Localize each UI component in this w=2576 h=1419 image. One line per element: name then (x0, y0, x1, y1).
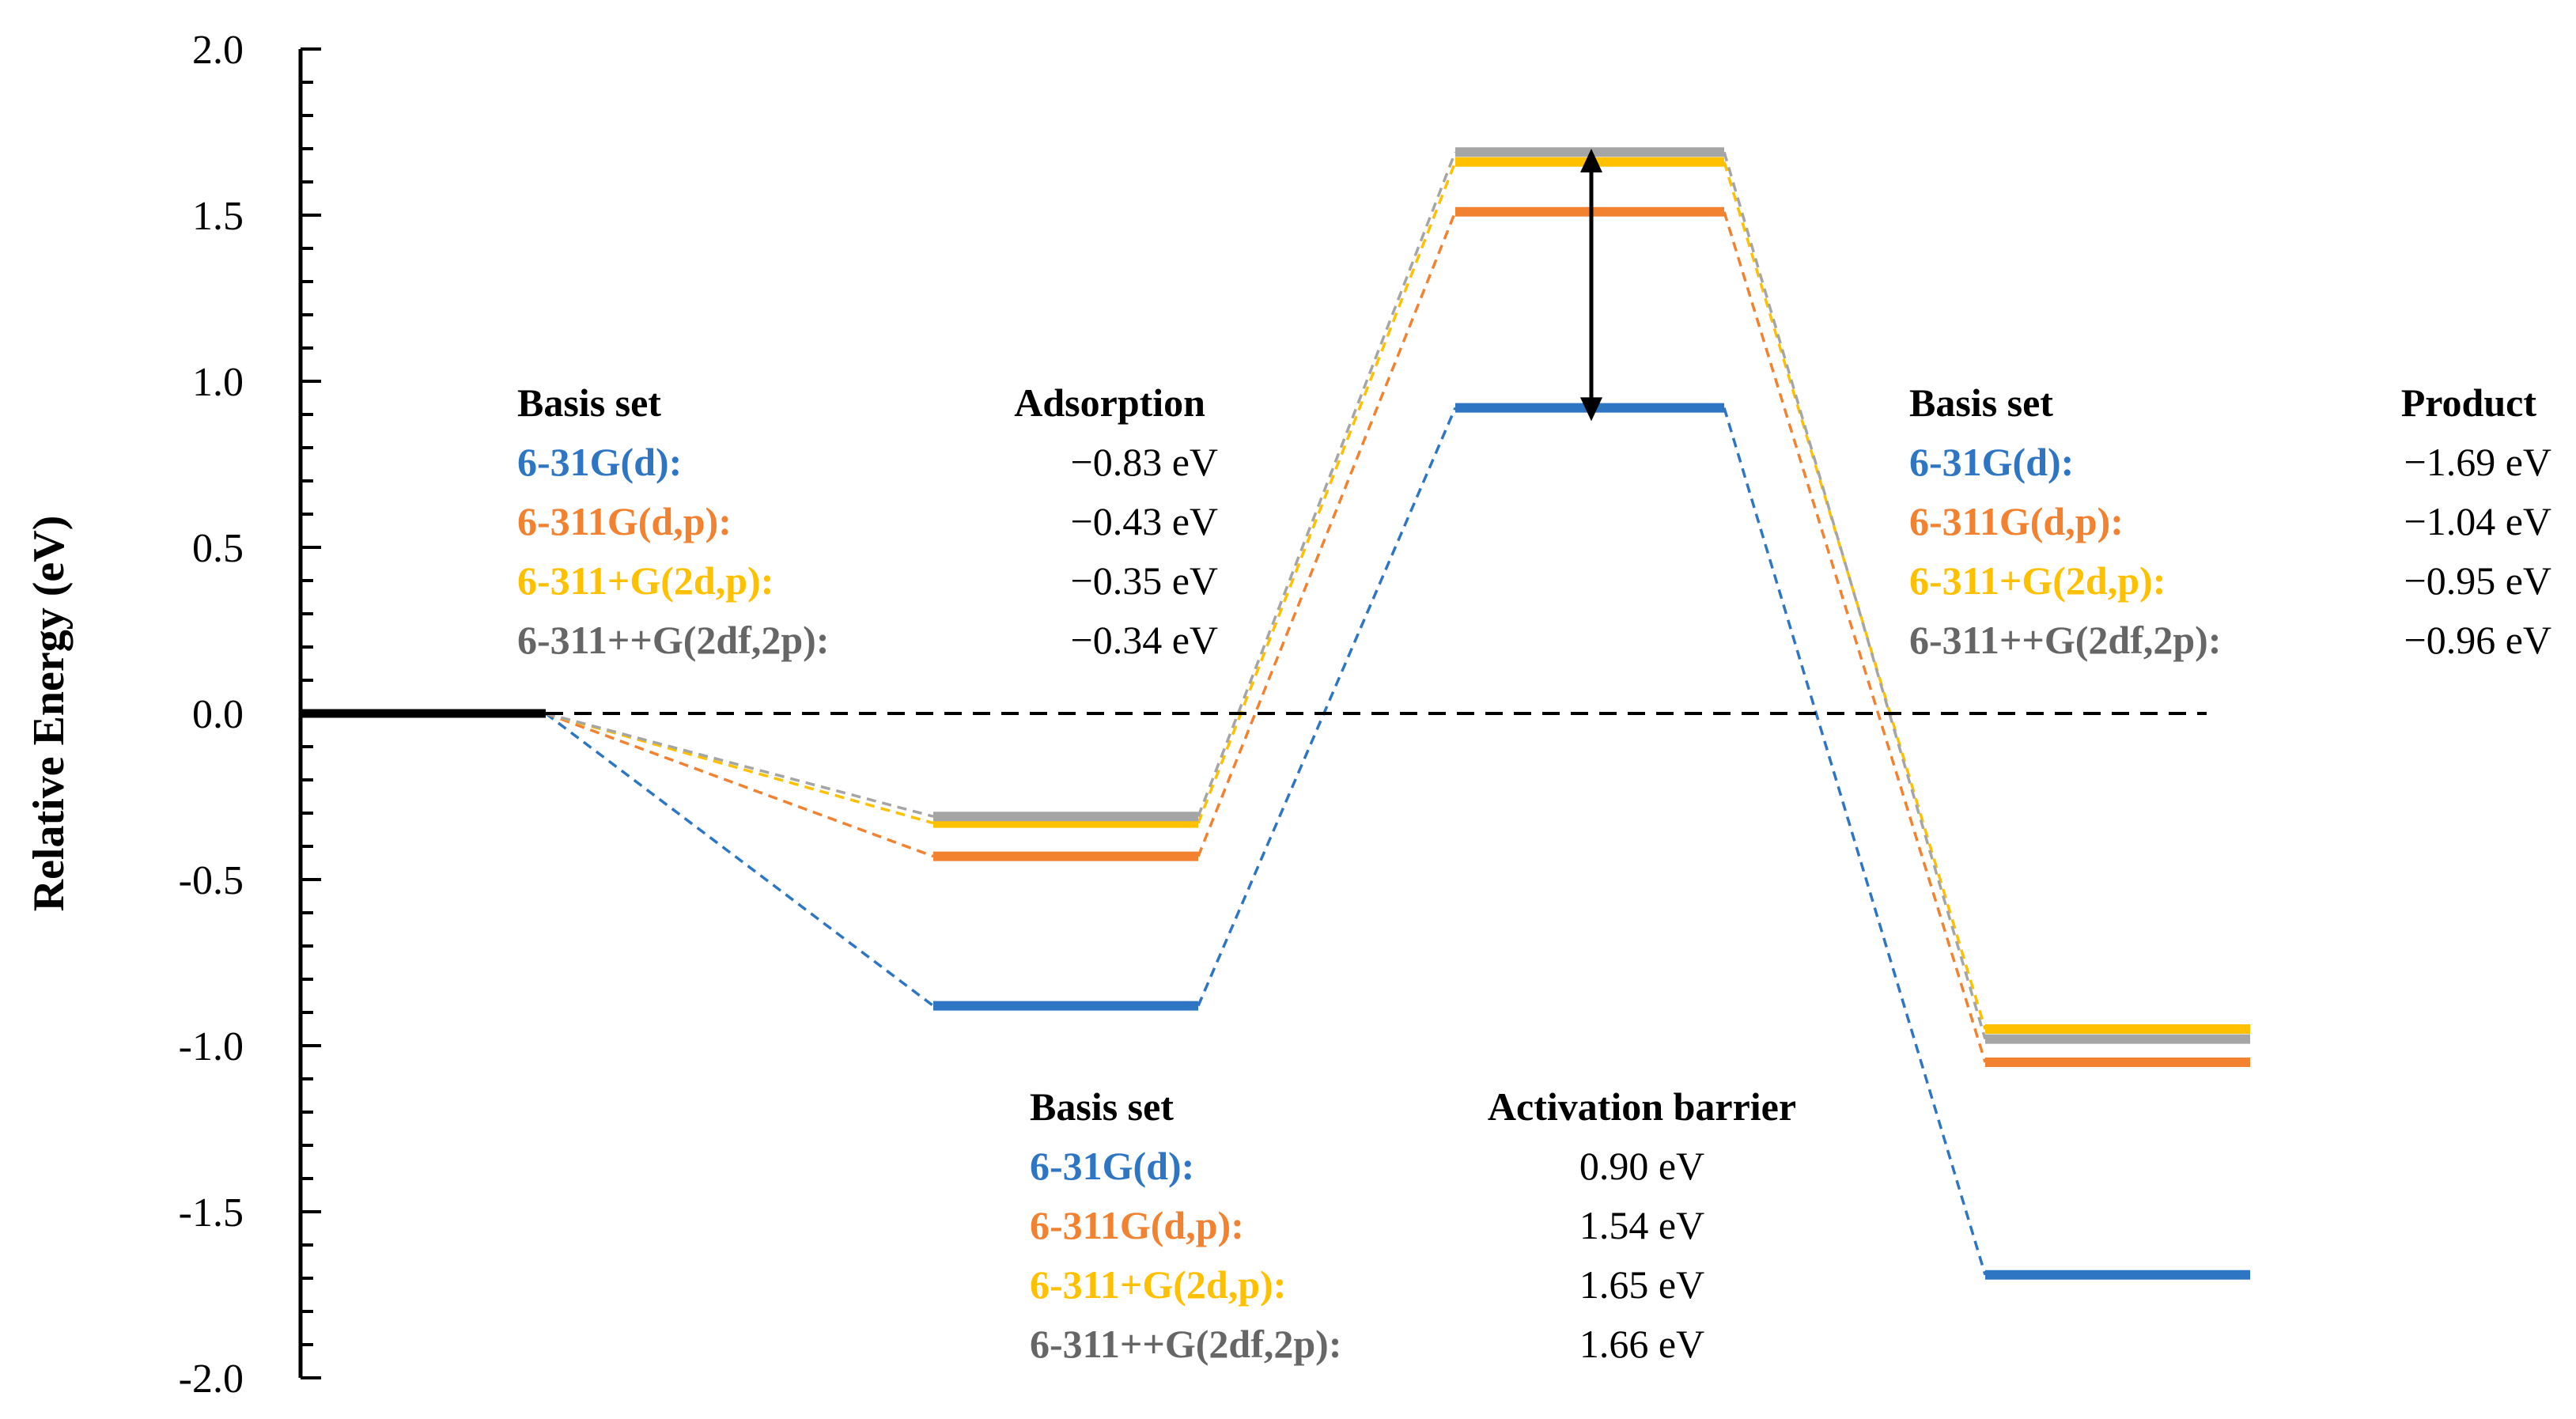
table-row-name: 6-311+G(2d,p): (1030, 1262, 1286, 1307)
connector-series-1 (1723, 211, 1987, 1063)
table-row-value: 1.65 eV (1579, 1262, 1704, 1307)
barrier-arrow-head-up (1580, 149, 1602, 172)
table-row-name: 6-311++G(2df,2p): (1909, 618, 2221, 662)
energy-levels (302, 147, 2250, 1280)
table-row-name: 6-311+G(2d,p): (1909, 558, 2166, 603)
table-header-name: Basis set (1909, 380, 2053, 425)
y-tick-label: 2.0 (192, 28, 244, 73)
table-row-name: 6-311++G(2df,2p): (517, 618, 829, 662)
y-axis-label: Relative Energy (eV) (25, 516, 74, 912)
table-row-value: −0.96 eV (2404, 618, 2552, 662)
activation-barrier-arrow (1580, 149, 1602, 422)
table-header-value: Product (2401, 380, 2537, 425)
connector-series-1 (1197, 211, 1457, 857)
table-header-name: Basis set (517, 380, 661, 425)
connector-series-2 (1723, 161, 1987, 1030)
table-row-name: 6-31G(d): (1030, 1144, 1194, 1188)
barrier-arrow-head-down (1580, 397, 1602, 422)
table-row-value: −0.95 eV (2404, 558, 2552, 603)
connector-series-2 (545, 712, 934, 825)
y-tick-label: 0.5 (192, 526, 244, 571)
table-row-value: −0.34 eV (1071, 618, 1219, 662)
table-row-value: −0.83 eV (1071, 440, 1219, 484)
table-row-value: −0.35 eV (1071, 558, 1219, 603)
y-tick-label: -2.0 (179, 1357, 244, 1402)
table-0: Basis set Adsorption 6-31G(d): −0.83 eV 6-31… (517, 380, 1218, 662)
table-header-value: Adsorption (1014, 380, 1205, 425)
connector-series-3 (1197, 151, 1457, 817)
y-tick-label: -0.5 (179, 858, 244, 903)
table-row-name: 6-31G(d): (517, 440, 682, 484)
table-row-name: 6-311+G(2d,p): (517, 558, 774, 603)
table-2: Basis set Activation barrier 6-31G(d): 0.90… (1030, 1084, 1796, 1366)
connector-series-0 (544, 712, 935, 1007)
value-tables: Basis set Adsorption 6-31G(d): −0.83 eV 6-31… (517, 380, 2551, 1366)
y-tick-label: 1.0 (192, 360, 244, 405)
table-row-value: −1.69 eV (2404, 440, 2552, 484)
y-axis (298, 47, 321, 1379)
table-1: Basis set Product 6-31G(d): −1.69 eV 6-311G(… (1909, 380, 2551, 662)
connector-series-0 (1197, 407, 1457, 1007)
table-row-value: 0.90 eV (1579, 1144, 1704, 1188)
table-row-value: −1.04 eV (2404, 499, 2552, 543)
y-tick-label: -1.0 (179, 1024, 244, 1069)
table-row-name: 6-311G(d,p): (517, 499, 732, 543)
y-tick-labels: 2.0 1.5 1.0 0.5 0.0 -0.5 -1.0 -1.5 -2.0 (179, 28, 244, 1402)
table-row-value: −0.43 eV (1071, 499, 1219, 543)
y-tick-label: 1.5 (192, 194, 244, 239)
connector-series-0 (1723, 407, 1987, 1276)
table-row-name: 6-311G(d,p): (1909, 499, 2124, 543)
connector-series-3 (545, 712, 934, 818)
table-row-name: 6-311G(d,p): (1030, 1203, 1244, 1247)
table-row-name: 6-311++G(2df,2p): (1030, 1322, 1341, 1366)
table-row-value: 1.66 eV (1579, 1322, 1704, 1366)
table-row-value: 1.54 eV (1579, 1203, 1704, 1247)
y-tick-label: 0.0 (192, 692, 244, 737)
table-header-name: Basis set (1030, 1084, 1174, 1129)
connector-series-3 (1723, 151, 1987, 1040)
table-row-name: 6-31G(d): (1909, 440, 2074, 484)
connector-series-1 (545, 712, 934, 858)
y-tick-label: -1.5 (179, 1190, 244, 1235)
connector-series-2 (1197, 161, 1457, 824)
table-header-value: Activation barrier (1488, 1084, 1796, 1129)
